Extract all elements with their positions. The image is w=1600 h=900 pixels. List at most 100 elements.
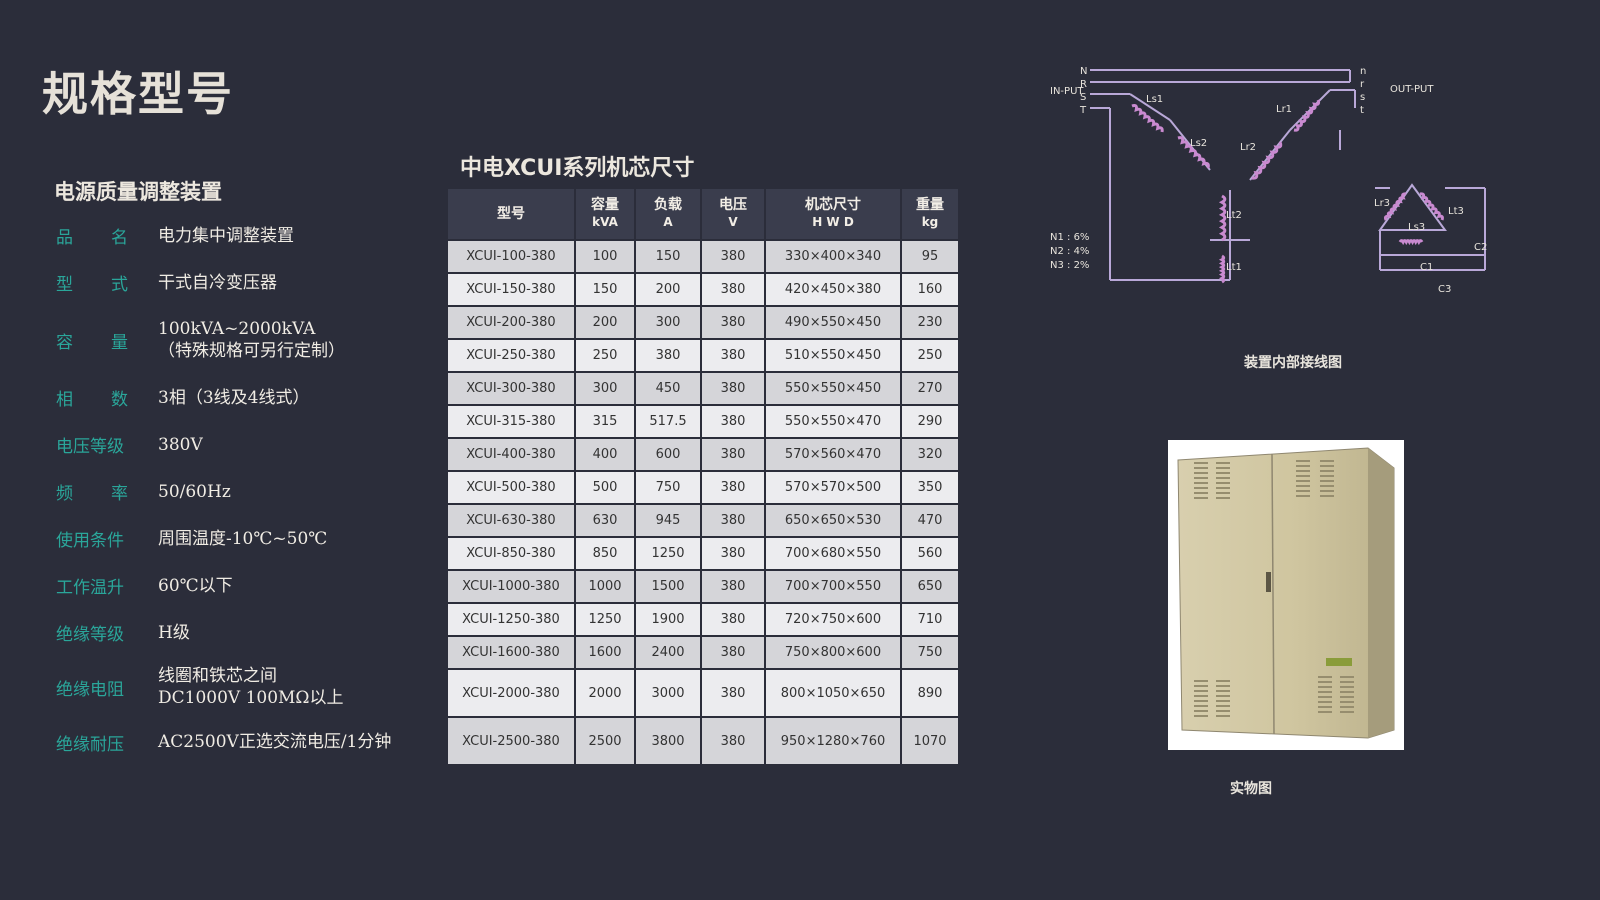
- coil-label: C3: [1438, 284, 1451, 295]
- vent-slot: [1296, 485, 1310, 487]
- vent-slot: [1320, 490, 1334, 492]
- table-cell: XCUI-200-380: [446, 305, 576, 340]
- table-cell: 470: [900, 503, 960, 538]
- coil-label: Ls1: [1146, 94, 1163, 105]
- table-cell: 400: [574, 437, 636, 472]
- vent-slot: [1216, 715, 1230, 717]
- wiring-note: N3 : 2%: [1050, 260, 1089, 271]
- table-cell: 150: [574, 272, 636, 307]
- header-unit: A: [663, 215, 673, 229]
- spec-value: 干式自冷变压器: [158, 272, 277, 294]
- vent-slot: [1216, 705, 1230, 707]
- vent-slot: [1320, 495, 1334, 497]
- wiring-note: N1 : 6%: [1050, 232, 1089, 243]
- vent-slot: [1340, 701, 1354, 703]
- header-label: 电压: [719, 197, 747, 213]
- spec-label-char: 品: [56, 228, 73, 248]
- table-cell: 100: [574, 239, 636, 274]
- coil-label: Lt1: [1226, 262, 1242, 273]
- table-cell: XCUI-1250-380: [446, 602, 576, 637]
- vent-slot: [1320, 475, 1334, 477]
- table-cell: 380: [700, 239, 766, 274]
- table-cell: 350: [900, 470, 960, 505]
- spec-value-line: H级: [158, 622, 190, 643]
- table-cell: 600: [634, 437, 702, 472]
- vent-slot: [1216, 695, 1230, 697]
- table-cell: 420×450×380: [764, 272, 902, 307]
- table-cell: 560: [900, 536, 960, 571]
- vent-slot: [1320, 470, 1334, 472]
- spec-value-line: 60℃以下: [158, 575, 233, 596]
- spec-label: 型式: [56, 270, 128, 295]
- table-cell: 517.5: [634, 404, 702, 439]
- coil-winding: [1177, 136, 1210, 169]
- wiring-terminal-label: s: [1360, 92, 1365, 103]
- table-cell: 850: [574, 536, 636, 571]
- vent-slot: [1318, 691, 1332, 693]
- table-cell: 380: [700, 404, 766, 439]
- spec-value-line: AC2500V正选交流电压/1分钟: [158, 732, 392, 752]
- vent-slot: [1194, 715, 1208, 717]
- spec-value-line: 100kVA~2000kVA: [158, 319, 316, 339]
- table-cell: XCUI-2500-380: [446, 716, 576, 766]
- coil-label: Lr2: [1240, 142, 1256, 153]
- table-header-cell: 负载 A: [634, 187, 702, 241]
- table-cell: 750: [634, 470, 702, 505]
- spec-value: 3相（3线及4线式）: [158, 387, 309, 409]
- wiring-terminal-label: T: [1079, 105, 1087, 116]
- table-cell: XCUI-630-380: [446, 503, 576, 538]
- table-cell: 3800: [634, 716, 702, 766]
- vent-slot: [1320, 485, 1334, 487]
- wiring-input-label: IN-PUT: [1050, 86, 1084, 97]
- spec-label-char: 式: [111, 275, 128, 295]
- table-cell: 315: [574, 404, 636, 439]
- table-cell: 380: [700, 536, 766, 571]
- header-label: 负载: [654, 197, 682, 213]
- spec-value: AC2500V正选交流电压/1分钟: [158, 731, 391, 753]
- wiring-terminal-label: N: [1080, 66, 1087, 77]
- spec-label: 品名: [56, 223, 128, 248]
- wiring-terminal-label: S: [1080, 92, 1086, 103]
- vent-slot: [1194, 462, 1208, 464]
- coil-label: C2: [1474, 242, 1487, 253]
- table-cell: 230: [900, 305, 960, 340]
- vent-slot: [1216, 477, 1230, 479]
- vent-slot: [1216, 680, 1230, 682]
- table-cell: XCUI-1600-380: [446, 635, 576, 670]
- vent-slot: [1194, 705, 1208, 707]
- table-cell: 750×800×600: [764, 635, 902, 670]
- spec-row: 品名电力集中调整装置: [56, 212, 436, 259]
- table-cell: XCUI-250-380: [446, 338, 576, 373]
- spec-label: 相数: [56, 385, 128, 410]
- header-unit: kg: [921, 215, 939, 229]
- vent-slot: [1318, 676, 1332, 678]
- table-cell: 950×1280×760: [764, 716, 902, 766]
- table-cell: 380: [700, 305, 766, 340]
- table-title: 中电XCUI系列机芯尺寸: [460, 156, 695, 181]
- spec-row: 使用条件周围温度-10℃~50℃: [56, 515, 436, 562]
- vent-slot: [1216, 482, 1230, 484]
- spec-label-char: 相: [56, 390, 73, 410]
- table-cell: XCUI-300-380: [446, 371, 576, 406]
- spec-label: 绝缘耐压: [56, 734, 124, 755]
- table-cell: 3000: [634, 668, 702, 718]
- wiring-terminal-label: r: [1360, 79, 1365, 90]
- table-cell: 890: [900, 668, 960, 718]
- vent-slot: [1296, 470, 1310, 472]
- spec-heading: 电源质量调整装置: [54, 180, 222, 204]
- coil-label: Lt2: [1226, 210, 1242, 221]
- vent-slot: [1340, 691, 1354, 693]
- table-cell: 1250: [634, 536, 702, 571]
- table-cell: XCUI-315-380: [446, 404, 576, 439]
- header-label: 重量: [916, 197, 944, 213]
- header-label: 容量: [591, 197, 619, 213]
